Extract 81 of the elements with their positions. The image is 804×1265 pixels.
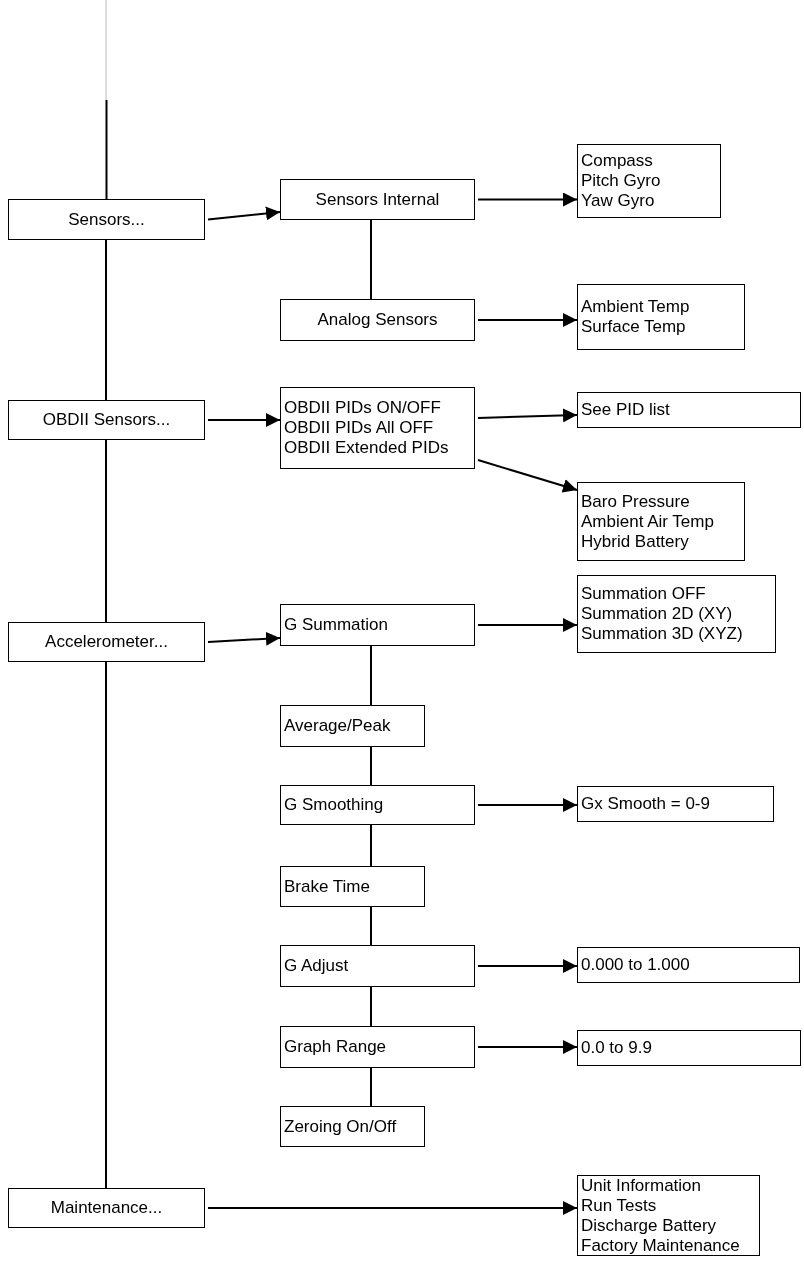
menu-item-text: Sensors... [68,209,145,230]
menu-item-text: Brake Time [284,876,370,897]
menu-item-text: Graph Range [284,1037,387,1057]
menu-box [8,199,205,240]
menu-item-text: See PID list [581,400,670,420]
menu-item-text: Sensors Internal [315,189,440,210]
menu-item-text: Pitch Gyro [581,171,661,191]
connector-line [105,99,108,200]
menu-item-text: Average/Peak [284,716,391,736]
menu-item-text: Unit Information [581,1175,701,1196]
arrow [207,631,281,646]
connector-line [370,746,372,786]
menu-item-text: G Adjust [284,956,349,976]
menu-box [280,179,475,220]
menu-item-text: Baro Pressure [581,491,690,512]
connector-line [370,219,372,300]
menu-item-text: Summation 3D (XYZ) [581,624,743,644]
menu-item-text: Accelerometer... [45,632,168,652]
menu-box [577,144,721,218]
connector-line [105,661,107,1189]
menu-box [577,947,800,983]
menu-box [280,604,475,646]
menu-box [280,785,475,825]
menu-box [8,622,205,662]
connector-line [105,239,107,401]
arrow [477,313,578,327]
menu-item-text: Surface Temp [581,317,686,337]
menu-item-text: 0.0 to 9.9 [581,1038,652,1058]
arrow [477,408,578,423]
menu-box [577,482,745,561]
menu-box [577,1030,801,1066]
menu-box [577,1175,760,1256]
menu-box [280,1026,475,1068]
arrow [207,1201,578,1215]
menu-item-text: OBDII PIDs All OFF [284,418,434,438]
menu-item-text: Analog Sensors [317,310,438,330]
menu-item-text: OBDII PIDs ON/OFF [284,398,441,418]
menu-box [8,1188,205,1228]
menu-item-text: G Summation [284,615,388,635]
arrow [477,192,578,207]
connector-line [370,986,372,1027]
arrow [207,206,281,221]
arrow [477,1040,578,1054]
menu-box [577,392,801,428]
menu-box [577,284,745,350]
menu-box [280,387,475,469]
arrow [477,798,578,812]
arrow [207,413,281,427]
menu-box [8,400,205,440]
connector-line [370,1067,372,1107]
menu-item-text: 0.000 to 1.000 [581,955,690,975]
menu-item-text: Maintenance... [50,1198,163,1218]
menu-item-text: Hybrid Battery [581,531,689,552]
arrow [477,459,578,493]
menu-item-text: OBDII Extended PIDs [284,438,449,458]
connector-line [370,824,372,867]
menu-item-text: Ambient Air Temp [581,511,714,532]
menu-item-text: Yaw Gyro [581,191,655,211]
menu-box [577,786,774,822]
menu-item-text: Factory Maintenance [581,1235,740,1256]
menu-item-text: Summation 2D (XY) [581,604,733,624]
menu-box [280,705,425,747]
menu-box [577,575,776,653]
connector-line [370,906,372,946]
connector-line [105,439,107,623]
menu-item-text: Ambient Temp [581,297,690,317]
menu-item-text: Zeroing On/Off [284,1116,397,1137]
menu-box [280,945,475,987]
menu-box [280,866,425,907]
menu-item-text: Compass [581,151,653,171]
menu-item-text: Summation OFF [581,584,706,604]
menu-box [280,299,475,341]
menu-item-text: Gx Smooth = 0-9 [581,794,710,814]
menu-item-text: Discharge Battery [581,1215,717,1236]
menu-box [280,1106,425,1147]
connector-line [370,645,372,706]
menu-item-text: Run Tests [581,1195,657,1216]
menu-item-text: G Smoothing [284,795,384,815]
arrow [477,959,578,973]
arrow [477,618,578,632]
menu-item-text: OBDII Sensors... [42,410,171,430]
